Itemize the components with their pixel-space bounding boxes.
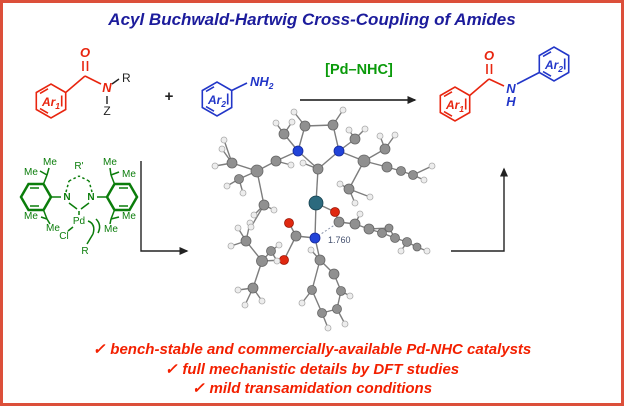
r-prime-label: R' [74,161,83,172]
bond-length-label: 1.760 [328,235,351,245]
allyl-r-label: R [81,246,88,257]
page-title: Acyl Buchwald-Hartwig Cross-Coupling of … [108,10,516,29]
amide-reactant: Ar1 O N R Z [35,45,131,119]
model-to-product-arrow [451,167,508,252]
plus-sign: + [165,88,174,105]
me-label: Me [122,169,136,180]
me-label: Me [104,224,118,235]
me-label: Me [24,211,38,222]
product: Ar1 O N H Ar2 [439,46,570,122]
me-label: Me [122,211,136,222]
carbonyl-o-label: O [80,45,90,60]
me-label: Me [46,223,60,234]
aryl1-label: Ar1 [41,95,60,111]
highlight-item: ✓mild transamidation conditions [3,379,621,399]
nhc-n-left-label: N [63,192,70,203]
highlights-list: ✓bench-stable and commercially-available… [3,340,621,399]
check-icon: ✓ [92,341,106,358]
highlight-item: ✓bench-stable and commercially-available… [3,340,621,360]
reaction-arrow: [Pd–NHC] [300,62,417,104]
highlight-text: full mechanistic details by DFT studies [182,360,460,378]
aniline-reactant: Ar2 NH2 [201,74,274,117]
me-label: Me [103,157,117,168]
highlight-text: mild transamidation conditions [209,380,433,397]
nh2-label: NH2 [250,74,274,91]
catalyst-to-model-arrow [140,161,189,255]
product-h-label: H [506,94,516,109]
nhc-n-right-label: N [87,192,94,203]
product-aryl2-label: Ar2 [544,58,563,74]
highlight-text: bench-stable and commercially-available … [110,341,532,358]
check-icon: ✓ [191,380,205,397]
pd-label: Pd [73,216,85,227]
r-group-label: R [122,71,131,85]
pd-nhc-catalyst-structure: N N R' Pd Cl R Me Me Me [19,157,139,257]
check-icon: ✓ [164,360,178,378]
product-aryl1-label: Ar1 [445,98,464,114]
cl-label: Cl [59,231,68,242]
reaction-scheme: Ar1 O N R Z + Ar2 NH2 [Pd–NHC] [19,45,570,332]
molecule-3d [211,106,436,332]
me-label: Me [43,157,57,168]
highlight-item: ✓full mechanistic details by DFT studies [3,360,621,380]
z-group-label: Z [103,104,110,118]
product-o-label: O [484,48,494,63]
catalyst-condition-label: [Pd–NHC] [325,62,393,78]
me-label: Me [24,167,38,178]
product-n-label: N [506,81,516,96]
aryl2-label: Ar2 [207,93,226,109]
amide-n-label: N [102,80,112,95]
